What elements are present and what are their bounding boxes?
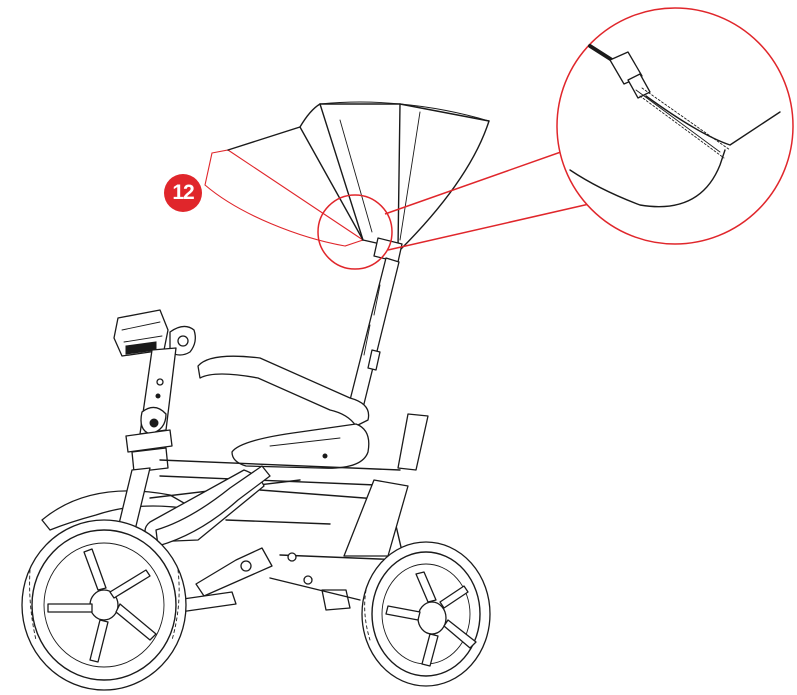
seat-and-bar: [197, 355, 370, 469]
callout-zoom-contents: [569, 44, 781, 208]
step-number-badge: [164, 174, 202, 212]
callout-leader-upper: [384, 146, 576, 215]
callout-source-circle: [317, 194, 393, 270]
canopy-pole: [347, 257, 400, 413]
frame: [41, 413, 429, 613]
step-number-label: 12: [172, 181, 194, 204]
rear-wheel: [361, 541, 491, 687]
handlebar-assembly: [113, 309, 196, 473]
front-wheel: [21, 519, 187, 691]
callout-detail: [317, 7, 794, 270]
canopy: [204, 101, 490, 263]
callout-leader-lower: [387, 201, 599, 251]
